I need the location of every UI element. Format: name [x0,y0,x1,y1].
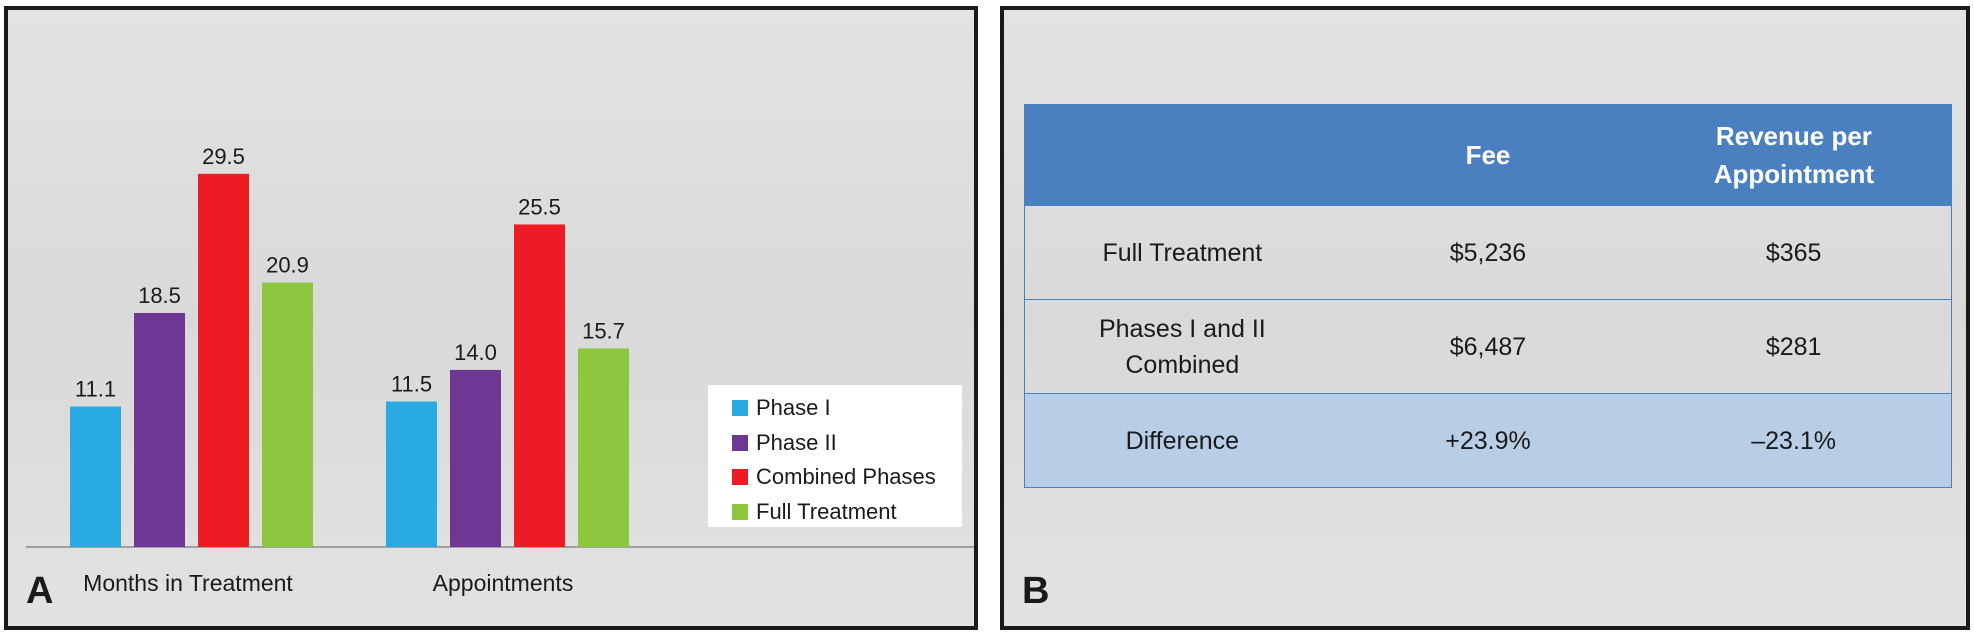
fee-cell: $5,236 [1339,205,1637,300]
bar-phase-ii-months-in-treatment [134,312,185,547]
category-label: Appointments [432,570,574,596]
fee-cell: $6,487 [1339,299,1637,394]
legend-label: Full Treatment [756,498,897,524]
revenue-cell: –23.1% [1636,393,1953,488]
panel-label-b: B [1022,570,1050,612]
header-fee: Fee [1339,104,1637,206]
panel-a-bar-chart: 11.1 18.5 29.5 20.9 11.5 14.0 25.5 15.7 Months … [4,6,978,630]
row-label: Difference [1023,393,1340,488]
bar-phase-ii-appointments [450,369,501,547]
table-header-row: Fee Revenue per Appointment [1023,104,1953,206]
revenue-cell: $281 [1636,299,1953,394]
data-label: 29.5 [202,144,245,169]
bar-full-treatment-appointments [578,348,629,547]
table-row: Full Treatment $5,236 $365 [1023,205,1953,300]
bar-combined-phases-appointments [514,224,565,548]
legend-swatch [732,503,748,520]
legend-item: Combined Phases [732,460,962,495]
data-label: 11.1 [75,377,116,402]
legend-swatch [732,400,748,417]
category-label: Months in Treatment [83,570,293,596]
bar-full-treatment-months-in-treatment [262,282,313,547]
data-label: 18.5 [138,283,181,308]
data-label: 15.7 [582,318,625,343]
panel-b-fee-table: Fee Revenue per Appointment Full Treatme… [1000,6,1970,630]
data-label: 14.0 [454,340,497,365]
header-revenue-per-appointment: Revenue per Appointment [1635,104,1953,206]
data-label: 11.5 [391,372,432,397]
header-blank [1023,104,1341,206]
table-row: Phases I and II Combined $6,487 $281 [1023,299,1953,394]
revenue-cell: $365 [1636,205,1953,300]
legend-label: Phase II [756,429,837,455]
legend-swatch [732,469,748,486]
data-label: 25.5 [518,194,561,219]
bar-phase-i-months-in-treatment [70,406,121,547]
bar-combined-phases-months-in-treatment [198,173,249,547]
legend-item: Phase I [732,391,962,426]
table-row-difference: Difference +23.9% –23.1% [1023,393,1953,488]
panel-label-a: A [26,570,54,612]
data-label: 20.9 [266,253,309,278]
legend-label: Phase I [756,395,831,421]
row-label: Phases I and II Combined [1023,299,1340,394]
bar-chart: 11.1 18.5 29.5 20.9 11.5 14.0 25.5 15.7 [26,144,974,548]
legend-item: Full Treatment [732,495,962,530]
legend-item: Phase II [732,426,962,461]
legend-label: Combined Phases [756,464,936,490]
row-label: Full Treatment [1023,205,1340,300]
bar-phase-i-appointments [386,401,437,547]
fee-revenue-table: Fee Revenue per Appointment Full Treatme… [1023,104,1953,488]
legend-swatch [732,434,748,451]
fee-cell: +23.9% [1339,393,1637,488]
